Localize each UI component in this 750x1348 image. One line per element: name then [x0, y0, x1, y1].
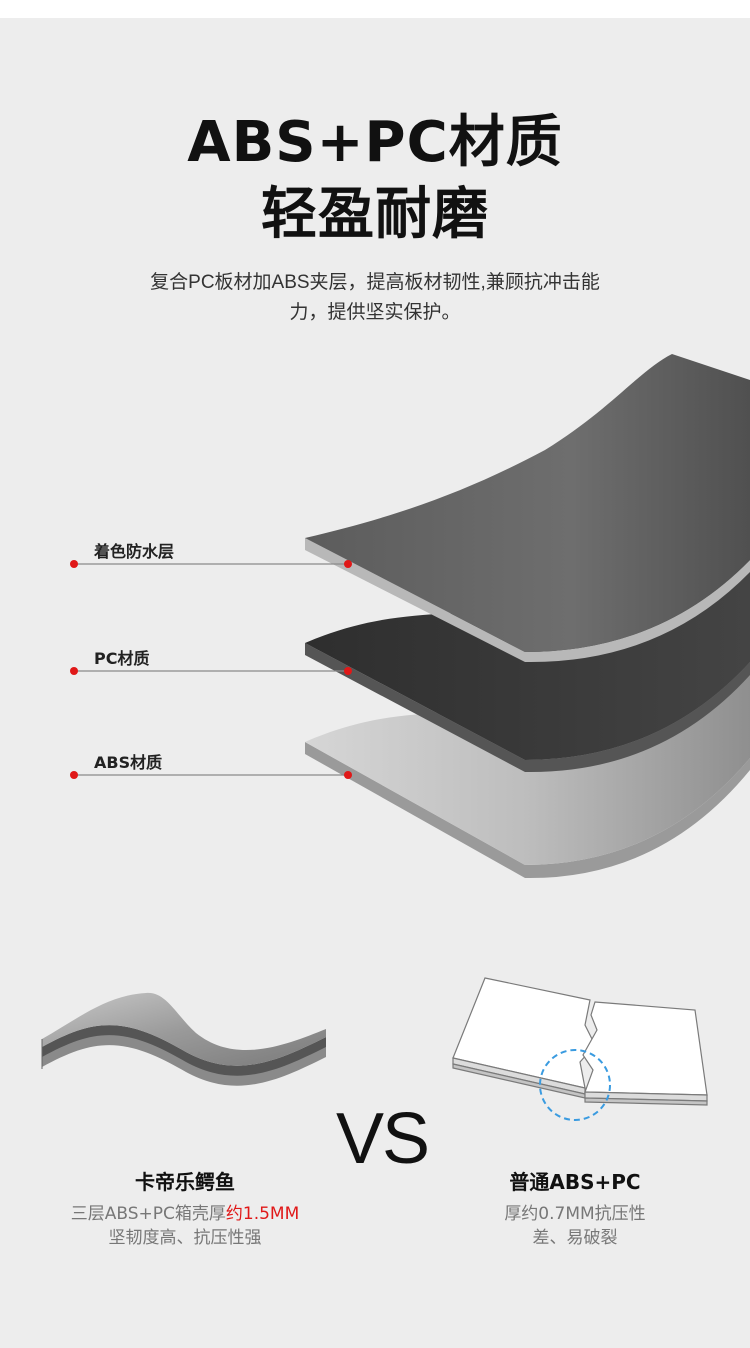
description-line1: 复合PC板材加ABS夹层，提高板材韧性,兼顾抗冲击能 — [150, 272, 600, 293]
description: 复合PC板材加ABS夹层，提高板材韧性,兼顾抗冲击能 力，提供坚实保护。 — [120, 268, 630, 328]
left-product-title: 卡帝乐鳄鱼 — [135, 1170, 235, 1194]
vs-text: VS — [336, 1099, 430, 1179]
crack-highlight-circle — [539, 1049, 611, 1121]
page-title-line1: ABS+PC材质 — [187, 110, 563, 175]
callout-waterproof — [70, 560, 352, 568]
left-desc-thickness: 约1.5MM — [225, 1204, 300, 1224]
layer-label-waterproof: 着色防水层 — [94, 542, 175, 561]
page-title-line2: 轻盈耐磨 — [261, 182, 489, 247]
description-line2: 力，提供坚实保护。 — [289, 302, 461, 323]
cracked-shell-illustration — [452, 977, 708, 1121]
layer-label-abs: ABS材质 — [94, 753, 163, 772]
left-desc-prefix: 三层ABS+PC箱壳厚 — [70, 1204, 226, 1224]
material-layers-illustration — [70, 354, 750, 879]
left-product-desc-line2: 坚韧度高、抗压性强 — [108, 1228, 262, 1248]
callout-abs — [70, 771, 352, 779]
sturdy-shell-illustration — [41, 992, 326, 1086]
right-product-title: 普通ABS+PC — [509, 1170, 641, 1194]
top-strip — [0, 0, 750, 18]
left-product-desc-line1: 三层ABS+PC箱壳厚约1.5MM — [30, 1202, 340, 1226]
right-product-desc-line2: 差、易破裂 — [532, 1228, 618, 1248]
right-product-desc-line1: 厚约0.7MM抗压性 — [504, 1204, 646, 1224]
waterproof-layer — [305, 354, 750, 663]
layer-label-pc: PC材质 — [94, 649, 150, 668]
callout-pc — [70, 667, 352, 675]
